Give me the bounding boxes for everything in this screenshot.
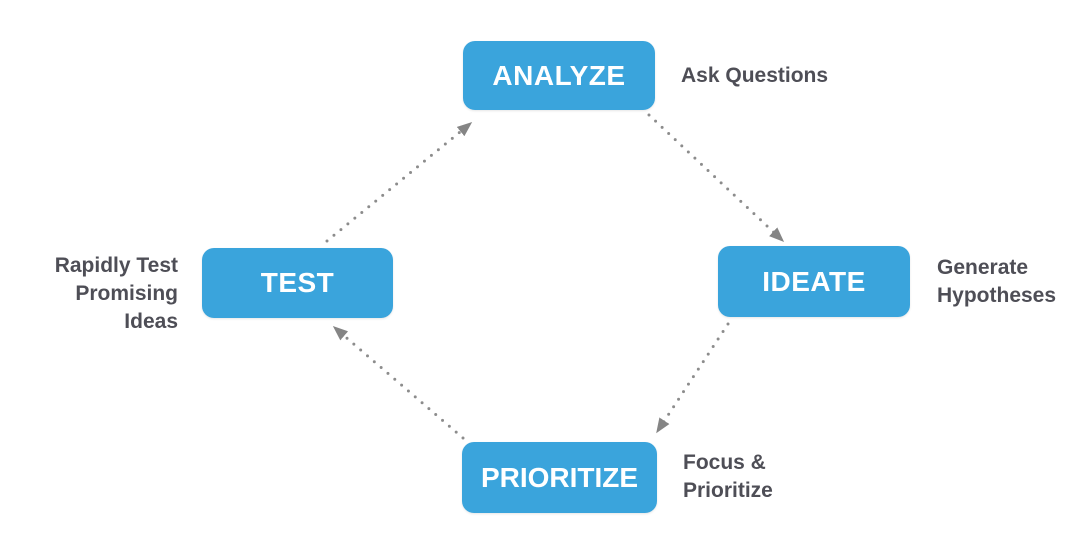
node-ideate-label: IDEATE — [762, 265, 866, 297]
annotation-ideate: Generate Hypotheses — [937, 256, 1057, 307]
node-test: TEST — [202, 248, 393, 318]
arrow-analyze-to-ideate — [647, 113, 785, 243]
node-analyze: ANALYZE — [463, 41, 655, 110]
node-analyze-label: ANALYZE — [492, 59, 626, 91]
node-prioritize-label: PRIORITIZE — [480, 461, 639, 493]
annotation-test: Rapidly Test Promising Ideas — [54, 254, 178, 333]
node-ideate: IDEATE — [718, 246, 910, 317]
arrow-prioritize-to-test — [332, 325, 465, 440]
annotation-analyze: Ask Questions — [681, 64, 829, 87]
arrow-ideate-to-prioritize — [655, 322, 730, 434]
node-test-label: TEST — [260, 267, 335, 298]
annotation-prioritize: Focus & Prioritize — [683, 451, 773, 502]
arrow-test-to-analyze — [325, 121, 473, 243]
node-prioritize: PRIORITIZE — [462, 442, 657, 513]
